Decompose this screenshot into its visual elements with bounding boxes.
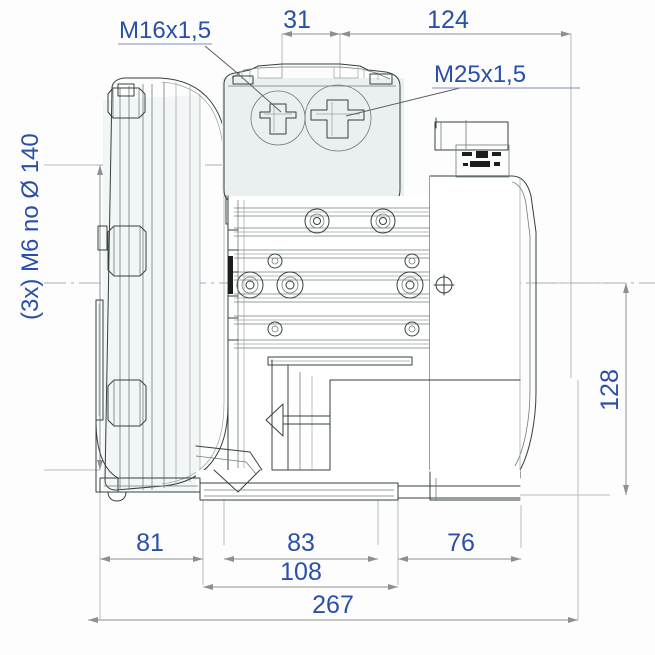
label-thread-top: M16x1,5 (119, 17, 211, 44)
tie-rod-nuts-centre (236, 271, 424, 299)
dimension-bottom-overall: 267 (312, 591, 354, 619)
label-thread-right: M25x1,5 (434, 61, 526, 88)
base-and-manifold (99, 359, 521, 502)
motor-nameplate (462, 151, 501, 167)
dimension-bottom-right: 76 (447, 529, 475, 557)
blower-housing (95, 77, 229, 493)
dimension-right-vertical: 128 (596, 369, 624, 411)
dimension-bottom-left: 81 (136, 529, 164, 557)
fan-cover (429, 117, 537, 479)
dimension-top-right: 124 (427, 6, 469, 34)
label-mounting-holes: (3x) M6 no Ø 140 (17, 133, 44, 320)
dimension-top-left: 31 (283, 6, 311, 34)
tie-rod-nuts-upper (304, 208, 396, 234)
dimension-bottom-center: 83 (287, 529, 315, 557)
small-fasteners (267, 253, 420, 337)
dimension-bottom-mid-total: 108 (280, 558, 322, 586)
dimension-lines (88, 31, 629, 623)
shaft-centre-marker (433, 274, 455, 296)
leader-lines (118, 43, 580, 117)
motor-body (227, 175, 431, 473)
